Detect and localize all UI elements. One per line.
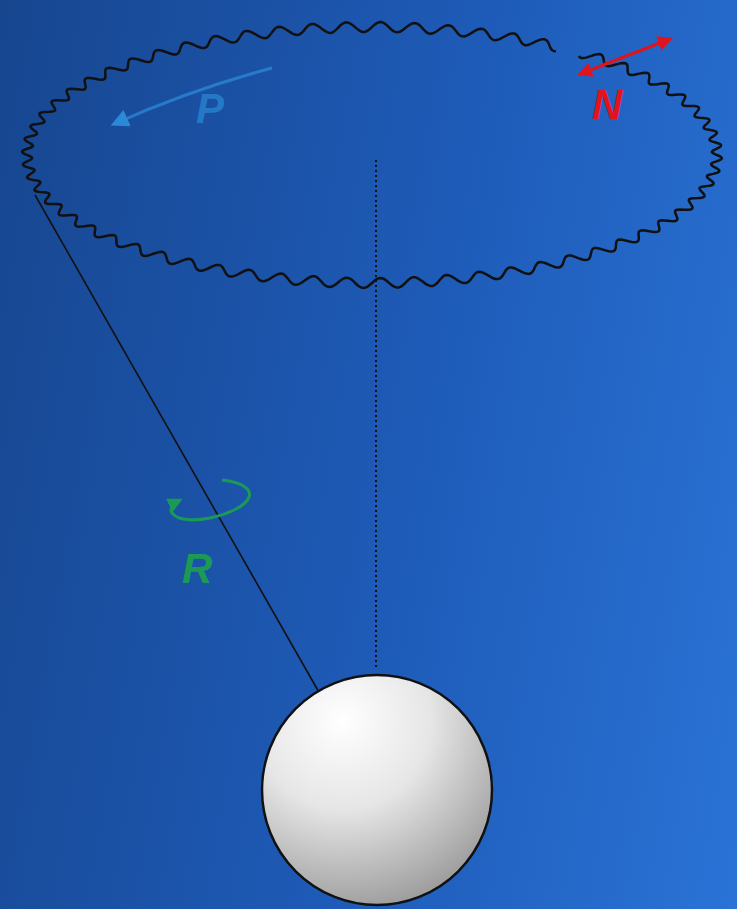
precession-label: P [196, 88, 224, 130]
nutation-label: N [592, 84, 622, 126]
precession-arrow [114, 68, 272, 124]
nutation-arrow [580, 39, 670, 74]
pendulum-string [35, 195, 328, 708]
rotation-arrow [171, 480, 249, 520]
wavy-path [22, 22, 722, 288]
pendulum-bob [262, 675, 492, 905]
vertical-axis [375, 160, 377, 668]
rotation-label: R [182, 548, 212, 590]
